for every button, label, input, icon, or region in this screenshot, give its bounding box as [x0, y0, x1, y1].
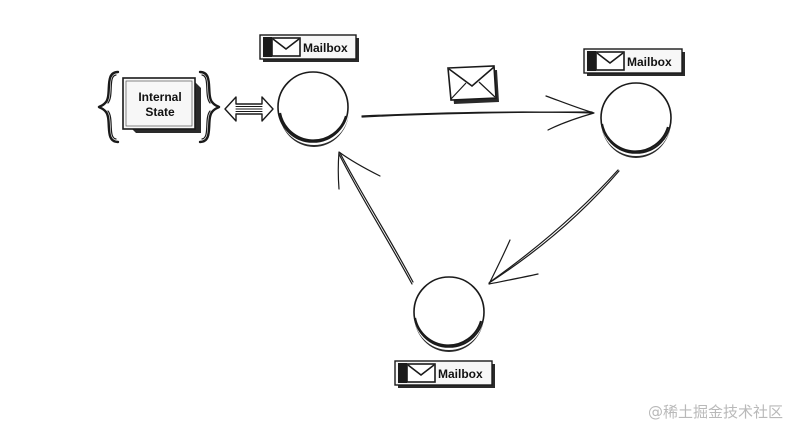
- arrow-actor1-to-actor2: [361, 95, 595, 131]
- right-brace: [198, 70, 221, 144]
- mailbox-label: Mailbox: [627, 55, 672, 69]
- actor-2: [600, 82, 672, 158]
- message-envelope-icon: [447, 65, 499, 104]
- mailbox-label: Mailbox: [303, 41, 348, 55]
- mailbox-actor-1: Mailbox: [259, 34, 359, 62]
- arrow-actor3-to-actor1: [337, 151, 414, 285]
- watermark: @稀土掘金技术社区: [648, 403, 783, 421]
- actor-3: [413, 276, 485, 352]
- left-brace: [97, 70, 120, 144]
- mailbox-label: Mailbox: [438, 367, 483, 381]
- envelope-icon: [406, 363, 436, 383]
- state-double-arrow: [224, 96, 274, 122]
- mailbox-actor-2: Mailbox: [583, 48, 685, 76]
- arrow-actor2-to-actor3: [488, 169, 620, 285]
- mailbox-actor-3: Mailbox: [394, 360, 495, 388]
- envelope-icon: [271, 37, 301, 57]
- internal-state-box: Internal State: [97, 70, 221, 144]
- internal-state-label-line1: Internal: [138, 90, 181, 104]
- actor-1: [277, 71, 349, 147]
- envelope-icon: [595, 51, 625, 71]
- internal-state-label-line2: State: [145, 105, 175, 119]
